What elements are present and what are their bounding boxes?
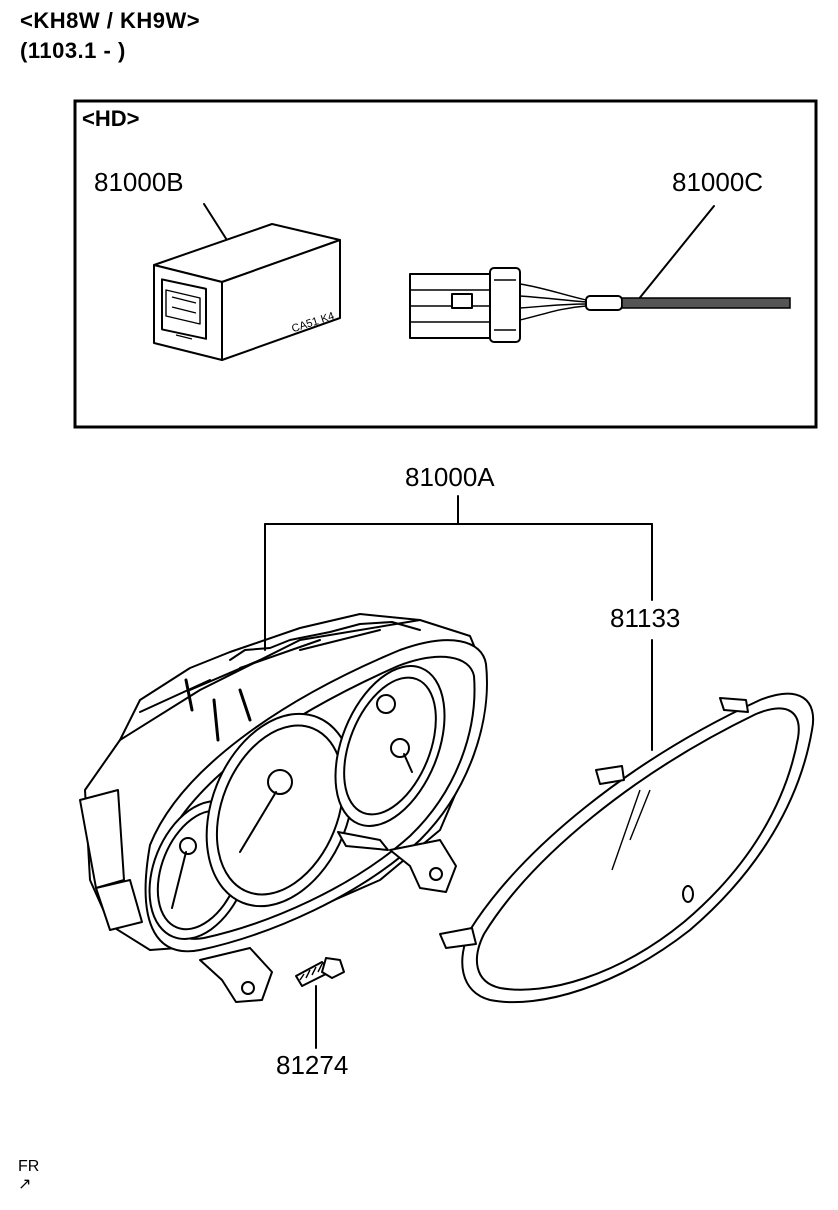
model-code-header: <KH8W / KH9W> — [20, 8, 201, 33]
hd-inset-box — [73, 99, 818, 429]
part-label-81000a: 81000A — [405, 462, 495, 492]
part-label-81000c: 81000C — [672, 167, 763, 197]
part-label-81274: 81274 — [276, 1050, 348, 1080]
date-range-header: (1103.1 - ) — [20, 38, 126, 63]
corner-mark: FR ↗ — [18, 1158, 39, 1194]
part-label-81000b: 81000B — [94, 167, 184, 197]
corner-arrow-icon: ↗ — [18, 1176, 32, 1193]
part-label-81133: 81133 — [610, 603, 680, 633]
screw-81274 — [295, 957, 345, 987]
leader-81000c — [637, 205, 715, 301]
lens-cover — [439, 692, 815, 1004]
instrument-cluster — [79, 613, 488, 1003]
corner-mark-text: FR — [18, 1158, 40, 1175]
harness-81000c — [409, 267, 791, 343]
hd-inset-label: <HD> — [82, 106, 139, 131]
bracket-81000a — [264, 495, 653, 651]
connector-81000b: CA51 K4 — [153, 223, 341, 361]
